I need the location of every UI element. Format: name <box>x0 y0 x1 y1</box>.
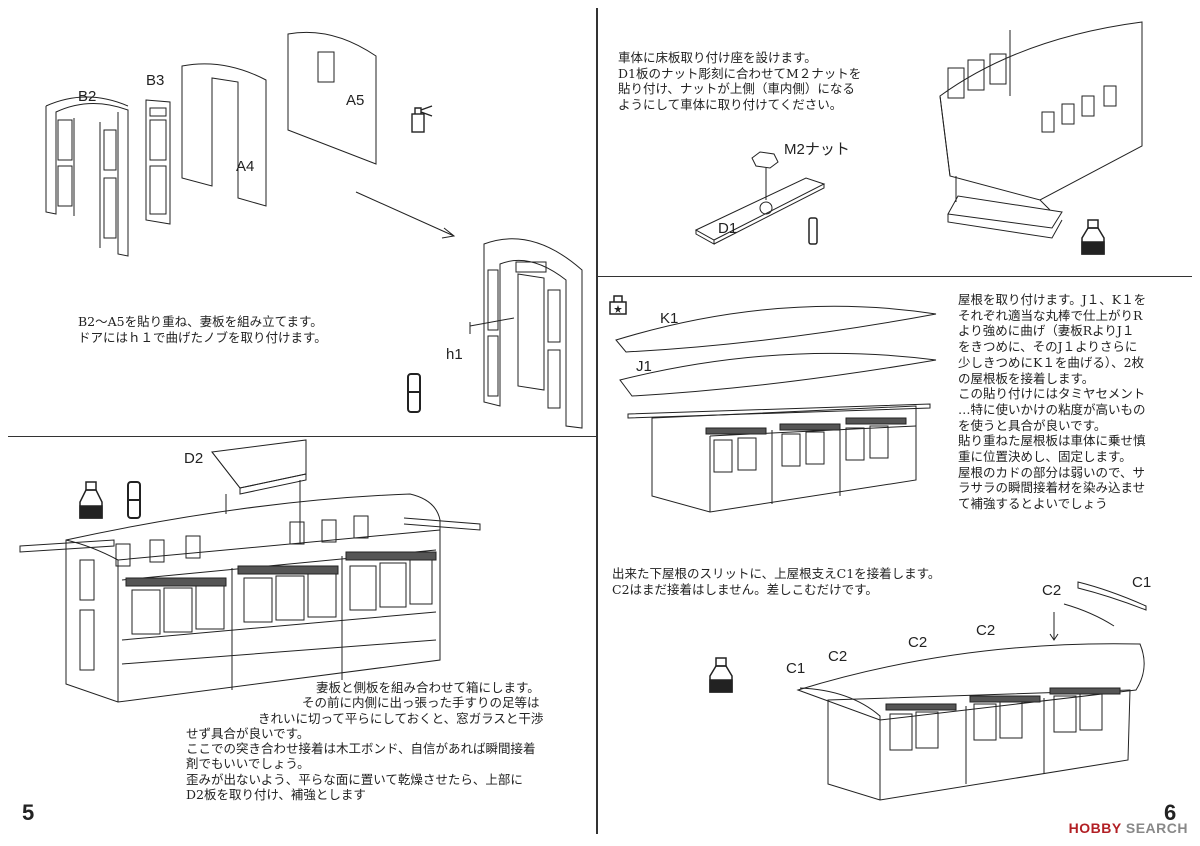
label-h1: h1 <box>446 346 463 363</box>
bond-bottle-icon <box>709 657 733 693</box>
page-number-left: 5 <box>22 800 35 825</box>
car-underside-drawing <box>939 21 1143 239</box>
step4-line: より強めに曲げ（妻板RよりJ１ <box>958 323 1135 339</box>
cement-tube-icon <box>407 373 421 413</box>
bond-bottle-icon <box>79 481 103 519</box>
label-d1: D1 <box>718 220 738 237</box>
step5-line: C2はまだ接着はしません。差しこむだけです。 <box>612 581 878 597</box>
label-b2: B2 <box>78 88 97 105</box>
bond-bottle-icon <box>1081 219 1105 255</box>
step2-line: ここでの突き合わせ接着は木工ボンド、自信があれば瞬間接着 <box>186 741 536 757</box>
step5-line: 出来た下屋根のスリットに、上屋根支えC1を接着します。 <box>612 566 941 581</box>
step2-line: 剤でもいいでしょう。 <box>186 756 310 772</box>
page-number-right: 6 <box>1164 800 1177 825</box>
step4-line: 屋根を取り付けます。J１、K１を <box>958 292 1147 307</box>
watermark-suffix: SEARCH <box>1121 820 1188 836</box>
step4-line: の屋根板を接着します。 <box>958 370 1095 386</box>
step4-line: をきつめに、そのJ１よりさらに <box>958 339 1138 355</box>
step2-line: 妻板と側板を組み合わせて箱にします。 <box>316 680 540 695</box>
glue-bottle-icon <box>411 105 433 133</box>
roof-drawing <box>615 305 937 513</box>
step1-instructions: B2～A5を貼り重ね、妻板を組み立てます。 ドアにはｈ１で曲げたノブを取り付けま… <box>78 314 327 345</box>
step2-line: せず具合が良いです。 <box>186 725 310 741</box>
step3-line: ようにして車体に取り付けてください。 <box>618 96 843 112</box>
step2-line: D2板を取り付け、補強とします <box>186 787 366 803</box>
left-horizontal-divider <box>8 436 596 437</box>
label-a4: A4 <box>236 158 255 175</box>
cement-tube-icon <box>808 217 818 245</box>
part-b3-drawing <box>145 99 171 225</box>
step2-instructions: 妻板と側板を組み合わせて箱にします。 その前に内側に出っ張った手すりの足等は き… <box>186 680 543 802</box>
part-a5-drawing <box>287 31 377 165</box>
step4-line: …特に使いかけの粘度が高いもの <box>958 401 1146 417</box>
label-c2-a: C2 <box>828 648 848 665</box>
d1-plate-drawing <box>694 151 826 245</box>
step1-line: B2～A5を貼り重ね、妻板を組み立てます。 <box>78 314 323 329</box>
step2-line: 歪みが出ないよう、平らな面に置いて乾燥させたら、上部に <box>186 771 523 787</box>
part-b2-drawing <box>45 96 129 257</box>
step2-line: きれいに切って平らにしておくと、窓ガラスと干渉 <box>258 710 544 726</box>
step4-line: 重に位置決めし、固定します。 <box>958 449 1132 465</box>
label-b3: B3 <box>146 72 165 89</box>
label-c1-top: C1 <box>1132 574 1152 591</box>
part-a4-drawing <box>181 63 267 207</box>
label-c1-side: C1 <box>786 660 806 677</box>
finished-car-drawing <box>796 581 1147 801</box>
step3-instructions: 車体に床板取り付け座を設けます。 D1板のナット彫刻に合わせてM２ナットを 貼り… <box>618 50 861 112</box>
step4-line: この貼り付けにはタミヤセメント <box>958 386 1146 402</box>
watermark-brand: HOBBY <box>1068 820 1122 836</box>
assembled-end-wall-drawing <box>469 238 583 429</box>
step1-arrow <box>355 191 456 239</box>
step4-line: 少しきつめにK１を曲げる）、2枚 <box>958 354 1145 370</box>
hobby-search-watermark: HOBBY SEARCH <box>1069 820 1188 836</box>
step3-line: 車体に床板取り付け座を設けます。 <box>618 50 817 65</box>
step2-line: その前に内側に出っ張った手すりの足等は <box>302 695 540 711</box>
label-c2-top: C2 <box>1042 582 1062 599</box>
step4-line: ラサラの瞬間接着材を染み込ませ <box>958 480 1146 496</box>
vertical-divider <box>596 8 598 834</box>
tape-icon <box>609 295 627 315</box>
step4-line: を使うと具合が良いです。 <box>958 417 1107 433</box>
label-j1: J1 <box>636 358 652 375</box>
step1-line: ドアにはｈ１で曲げたノブを取り付けます。 <box>78 329 327 345</box>
step4-line: 貼り重ねた屋根板は車体に乗せ慎 <box>958 433 1146 449</box>
step4-line: それぞれ適当な丸棒で仕上がりR <box>958 307 1143 323</box>
label-k1: K1 <box>660 310 679 327</box>
step4-line: 屋根のカドの部分は弱いので、サ <box>958 464 1146 480</box>
label-a5: A5 <box>346 92 365 109</box>
label-c2-c: C2 <box>976 622 996 639</box>
instant-glue-icon <box>127 481 141 519</box>
label-m2-nut: M2ナット <box>784 141 850 158</box>
right-horizontal-divider <box>598 276 1192 277</box>
step4-instructions: 屋根を取り付けます。J１、K１を それぞれ適当な丸棒で仕上がりR より強めに曲げ… <box>958 292 1146 512</box>
body-box-drawing <box>19 439 481 703</box>
label-c2-b: C2 <box>908 634 928 651</box>
step4-line: て補強するとよいでしょう <box>958 496 1108 512</box>
step3-line: 貼り付け、ナットが上側（車内側）になる <box>618 81 855 96</box>
label-d2: D2 <box>184 450 204 467</box>
step3-line: D1板のナット彫刻に合わせてM２ナットを <box>618 65 862 81</box>
step5-instructions: 出来た下屋根のスリットに、上屋根支えC1を接着します。 C2はまだ接着はしません… <box>612 566 940 597</box>
